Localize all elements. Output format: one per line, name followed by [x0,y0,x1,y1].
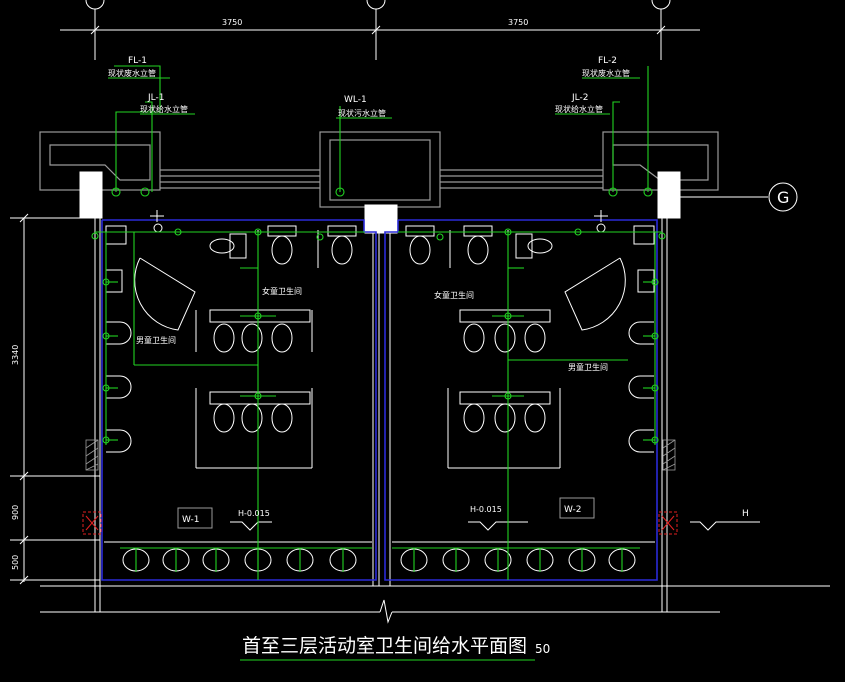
top-dimension-line [60,25,700,35]
dim-span-right: 3750 [508,18,528,27]
tag-w1: W-1 [182,515,200,525]
axis-g-label: G [777,188,789,207]
water-supply-pipes [91,65,666,661]
room-girls-right: 女童卫生间 [434,290,474,300]
elev-right-edge: H [742,509,749,519]
dim-v-main: 3340 [11,345,20,365]
pipe-fl1-desc: 现状废水立管 [108,68,156,78]
column-markers [82,511,678,535]
axis-g [680,182,798,212]
room-boys-right: 男童卫生间 [568,362,608,372]
pipe-jl2-desc: 现状给水立管 [555,104,603,114]
elev-left: H-0.015 [238,509,270,518]
building-walls [40,171,830,624]
room-boys-left: 男童卫生间 [136,335,176,345]
dim-span-left: 3750 [222,18,242,27]
drawing-title: 首至三层活动室卫生间给水平面图 [242,635,527,657]
tag-boxes [177,497,595,529]
pipe-wl1-code: WL-1 [344,95,367,105]
pipe-fl2-desc: 现状废水立管 [582,68,630,78]
pipe-fl1-code: FL-1 [128,56,147,66]
pipe-fl2-code: FL-2 [598,56,617,66]
hatched-walls [85,439,676,471]
dim-v-mid: 900 [11,505,20,520]
pipe-wl1-desc: 现状污水立管 [338,108,386,118]
room-girls-left: 女童卫生间 [262,286,302,296]
elev-right: H-0.015 [470,505,502,514]
pipe-jl1-code: JL-1 [147,93,164,103]
tag-w2: W-2 [564,505,582,515]
pipe-jl1-desc: 现状给水立管 [140,104,188,114]
toilet-fixtures [104,210,760,572]
drawing-scale: 50 [535,642,550,656]
pipe-jl2-code: JL-2 [571,93,588,103]
dim-v-bottom: 500 [11,555,20,570]
grid-bubbles-top [85,0,671,60]
